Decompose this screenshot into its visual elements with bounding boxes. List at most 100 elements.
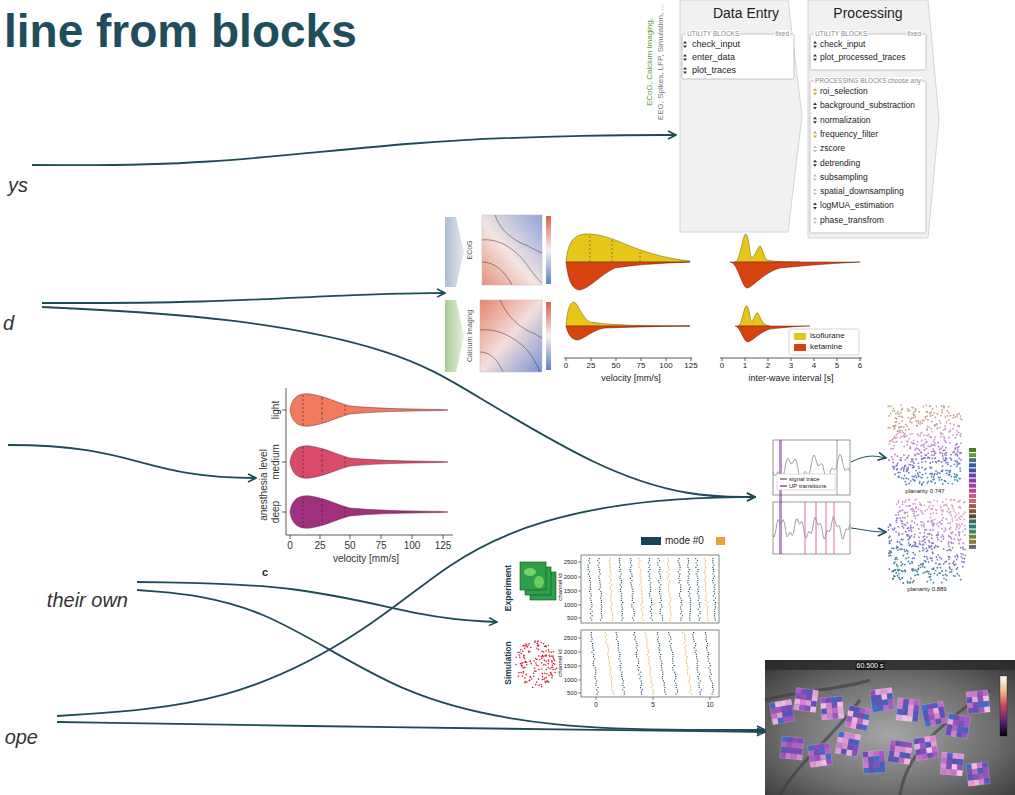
violin-plot <box>322 499 323 525</box>
raster-plot <box>693 632 694 633</box>
raster-plot <box>649 576 650 577</box>
raster-plot <box>640 582 641 583</box>
trigger-figure <box>954 437 956 439</box>
trigger-figure <box>922 521 924 523</box>
trigger-figure <box>918 565 920 567</box>
trigger-figure <box>920 563 922 565</box>
raster-plot <box>519 656 521 658</box>
trigger-figure <box>896 468 898 470</box>
trigger-figure <box>919 481 921 483</box>
raster-plot <box>543 664 545 666</box>
raster-plot <box>689 617 690 618</box>
trigger-figure <box>915 410 917 412</box>
trigger-figure <box>909 536 911 538</box>
raster-plot <box>631 606 632 607</box>
raster-plot <box>670 600 671 601</box>
trigger-figure <box>939 557 941 559</box>
trigger-figure <box>921 524 923 526</box>
trigger-figure <box>951 571 953 573</box>
trigger-figure <box>908 472 910 474</box>
trigger-figure <box>928 545 930 547</box>
raster-plot <box>659 652 660 653</box>
raster-plot <box>664 687 665 688</box>
trigger-figure <box>895 572 897 574</box>
trigger-figure <box>941 470 943 472</box>
trigger-figure <box>893 575 895 577</box>
raster-plot <box>523 644 525 646</box>
trigger-figure <box>945 452 947 454</box>
trigger-figure <box>943 459 945 461</box>
trigger-figure <box>959 463 961 465</box>
raster-plot <box>668 632 669 633</box>
raster-plot <box>524 568 536 576</box>
trigger-figure <box>892 578 894 580</box>
trigger-figure <box>962 546 964 548</box>
trigger-figure <box>900 565 902 567</box>
raster-plot <box>697 589 698 590</box>
raster-plot <box>533 660 535 662</box>
raster-plot <box>657 634 658 635</box>
trigger-figure <box>909 582 911 584</box>
trigger-figure <box>926 571 928 573</box>
raster-plot <box>672 661 673 662</box>
trigger-figure <box>956 526 958 528</box>
raster-plot <box>642 689 643 690</box>
trigger-figure <box>899 541 901 543</box>
raster-plot <box>522 667 524 669</box>
raster-plot <box>649 674 650 675</box>
trigger-figure <box>956 559 958 561</box>
trigger-figure <box>896 464 898 466</box>
velocity-distribution <box>566 302 690 326</box>
raster-plot <box>710 669 711 670</box>
raster-plot <box>646 643 647 644</box>
trigger-figure <box>959 526 961 528</box>
trigger-figure <box>934 424 936 426</box>
raster-plot <box>598 558 599 559</box>
trigger-figure <box>956 414 958 416</box>
raster-plot <box>661 665 662 666</box>
raster-plot <box>642 602 643 603</box>
photo-image <box>769 702 775 708</box>
trigger-figure <box>903 454 905 456</box>
raster-plot <box>545 655 547 657</box>
trigger-figure <box>969 453 976 457</box>
trigger-figure <box>941 461 943 463</box>
raster-plot <box>714 613 715 614</box>
raster-plot <box>589 580 590 581</box>
raster-plot <box>715 606 716 607</box>
raster-plot <box>631 573 632 574</box>
trigger-figure <box>910 525 912 527</box>
raster-plot <box>551 674 553 676</box>
raster-plot <box>640 672 641 673</box>
raster-plot <box>699 604 700 605</box>
raster-plot <box>639 584 640 585</box>
raster-plot <box>537 643 539 645</box>
trigger-figure <box>896 418 898 420</box>
axis-line <box>566 358 860 361</box>
raster-plot <box>658 647 659 648</box>
trigger-figure <box>897 526 899 528</box>
trigger-figure <box>939 572 941 574</box>
raster-plot <box>641 680 642 681</box>
raster-plot <box>590 600 591 601</box>
trigger-figure <box>937 534 939 536</box>
raster-plot <box>658 641 659 642</box>
raster-plot <box>590 584 591 585</box>
raster-plot <box>624 694 625 695</box>
trigger-figure <box>900 457 902 459</box>
trigger-figure <box>917 509 919 511</box>
raster-plot <box>675 694 676 695</box>
raster-plot <box>674 672 675 673</box>
raster-plot <box>546 673 548 675</box>
trigger-figure <box>956 474 958 476</box>
raster-plot <box>601 617 602 618</box>
trigger-figure <box>894 421 896 423</box>
raster-plot <box>660 602 661 603</box>
raster-plot <box>659 593 660 594</box>
trigger-figure <box>898 577 900 579</box>
raster-plot <box>697 661 698 662</box>
raster-plot <box>620 589 621 590</box>
trigger-figure <box>933 439 935 441</box>
raster-plot <box>695 567 696 568</box>
raster-plot <box>705 634 706 635</box>
